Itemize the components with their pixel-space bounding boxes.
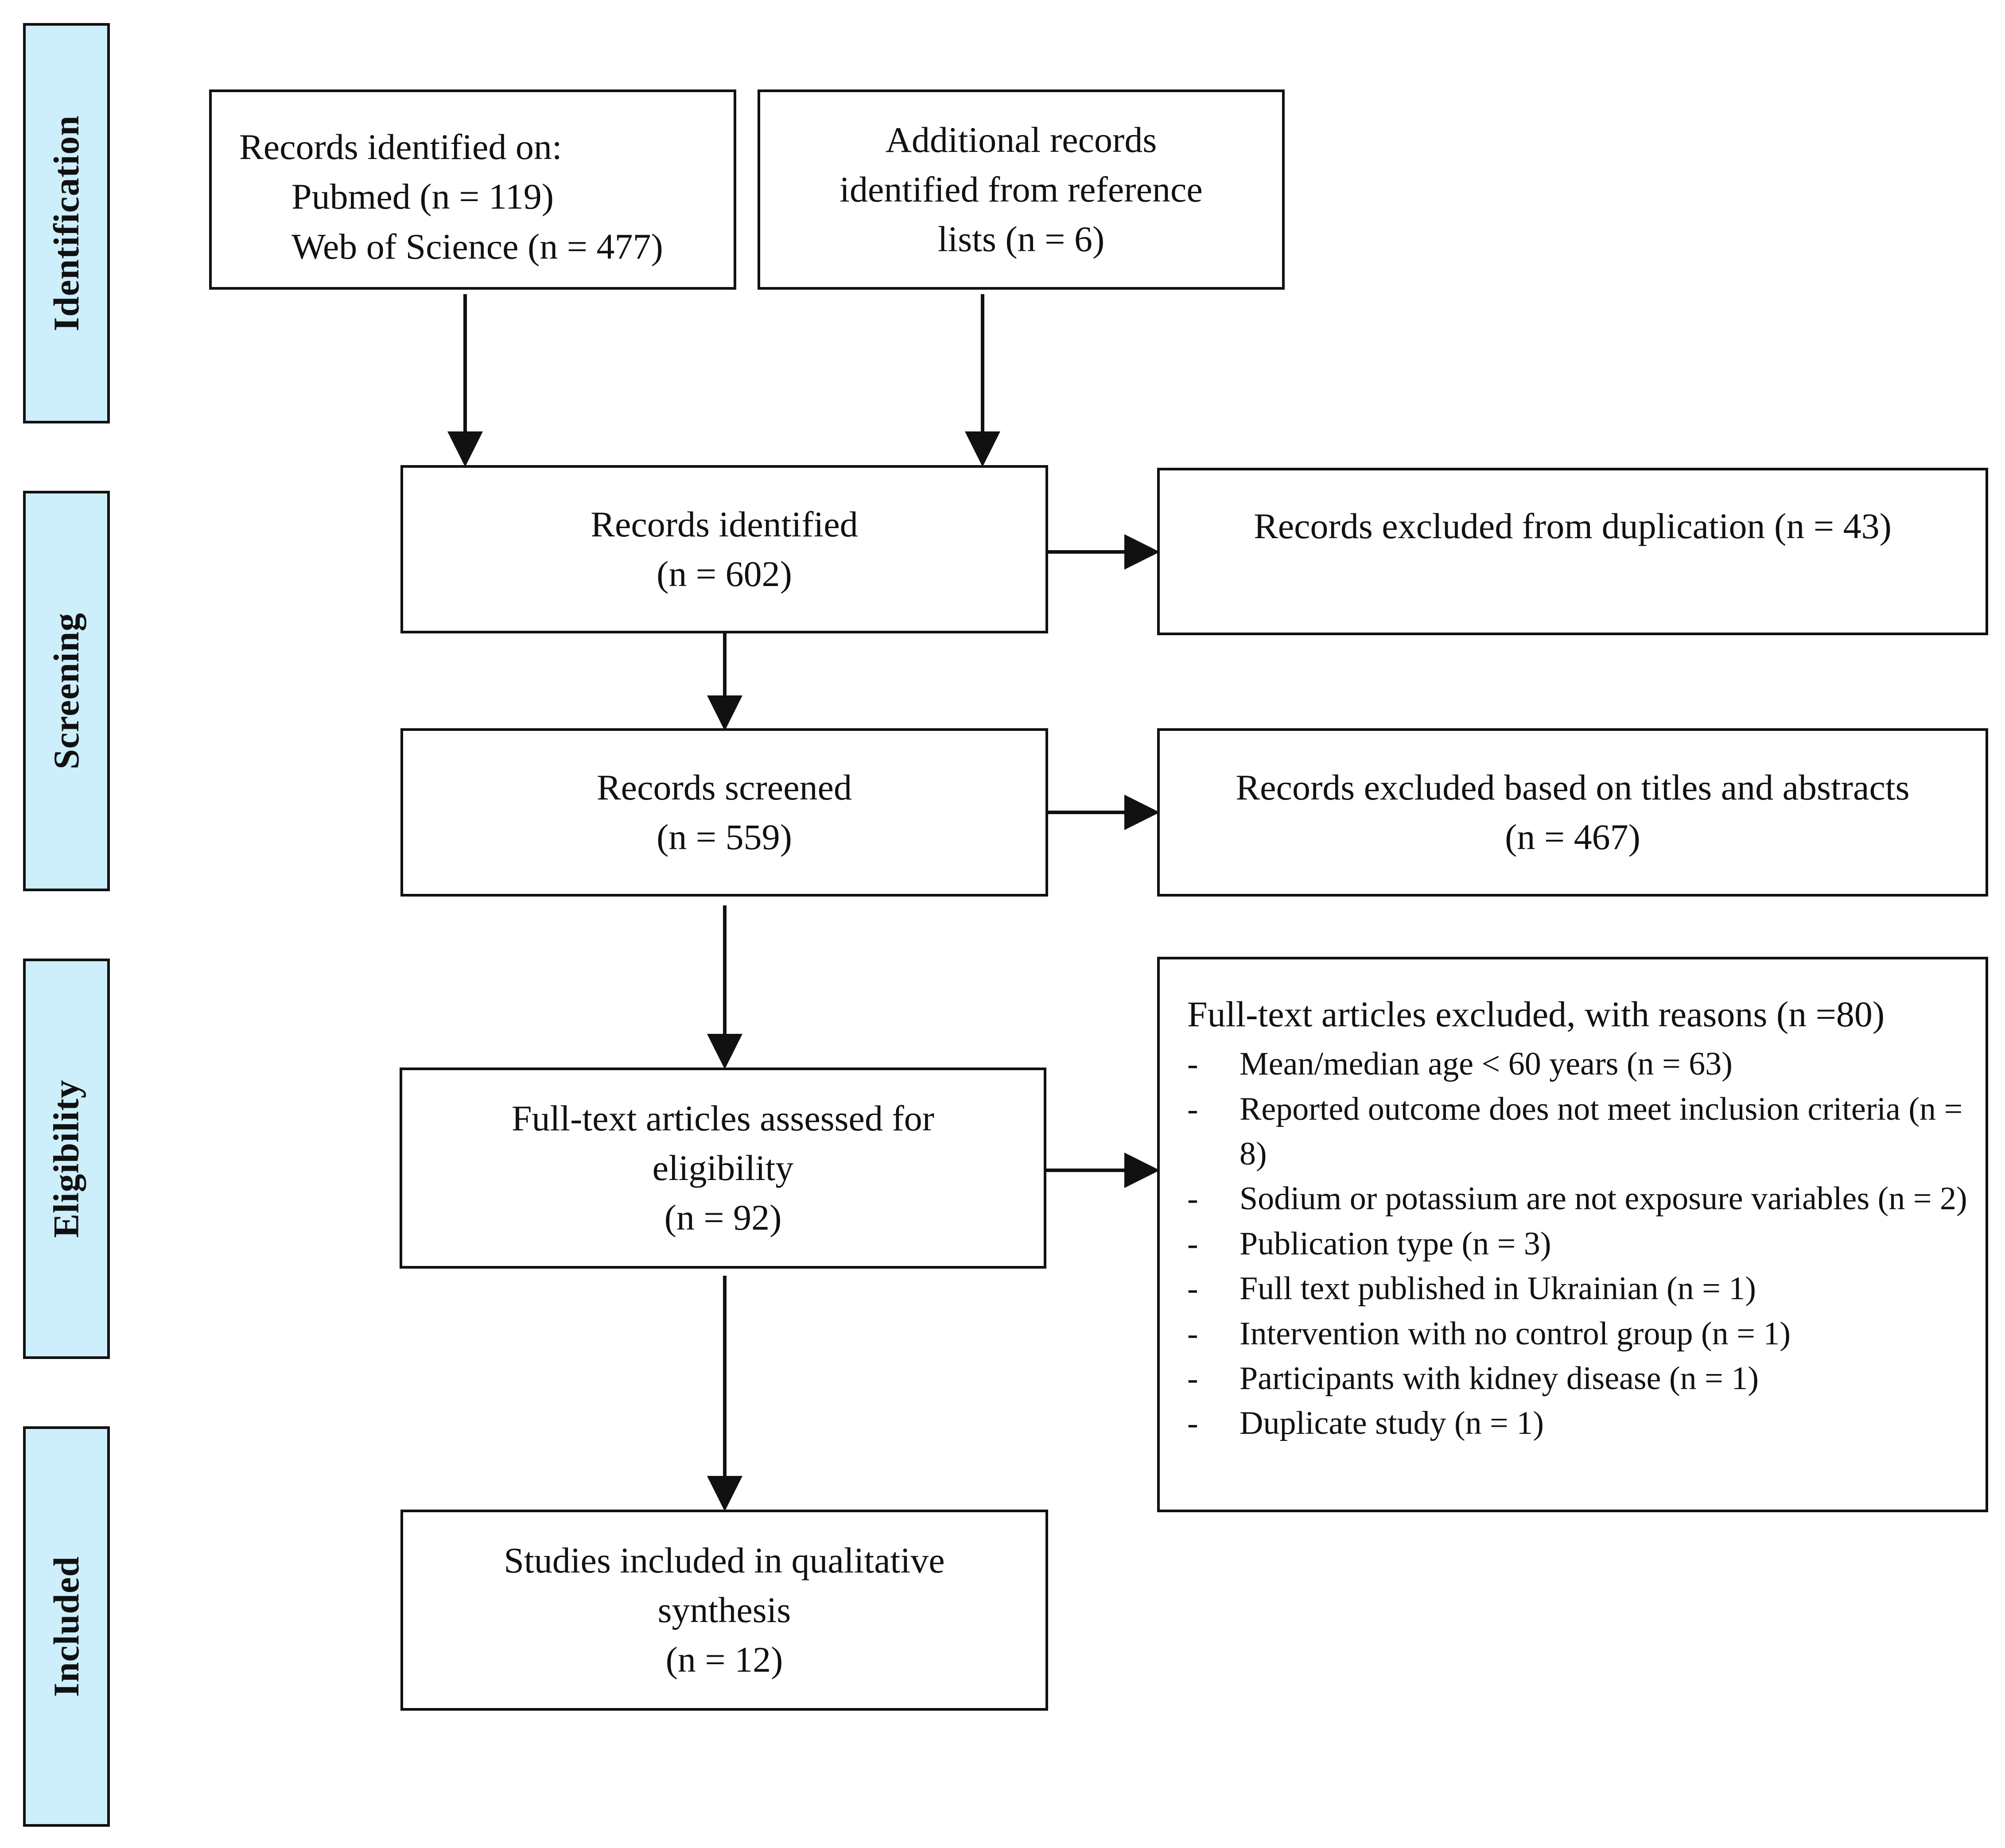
full-text-assessed-count: (n = 92) bbox=[664, 1197, 782, 1238]
records-identified-count: (n = 602) bbox=[657, 554, 792, 594]
eligibility-phase-label: Eligibility bbox=[23, 959, 110, 1359]
exclusion-reason-text: Reported outcome does not meet inclusion… bbox=[1240, 1091, 1963, 1172]
studies-included-box: Studies included in qualitative synthesi… bbox=[400, 1510, 1048, 1711]
additional-records-count: lists (n = 6) bbox=[937, 219, 1105, 260]
excluded-titles-count: (n = 467) bbox=[1505, 817, 1640, 857]
exclusion-reason-item: - Mean/median age < 60 years (n = 63) bbox=[1187, 1042, 1968, 1087]
exclusion-reason-item: - Reported outcome does not meet inclusi… bbox=[1187, 1087, 1968, 1177]
bullet-dash: - bbox=[1187, 1225, 1198, 1262]
additional-records-box: Additional records identified from refer… bbox=[758, 89, 1285, 290]
full-text-assessed-box: Full-text articles assessed for eligibil… bbox=[400, 1068, 1046, 1269]
studies-included-count: (n = 12) bbox=[665, 1639, 783, 1680]
full-text-excluded-box: Full-text articles excluded, with reason… bbox=[1157, 957, 1988, 1512]
exclusion-reason-text: Publication type (n = 3) bbox=[1240, 1225, 1551, 1262]
full-text-assessed-line-2: eligibility bbox=[652, 1147, 794, 1188]
exclusion-reason-item: - Participants with kidney disease (n = … bbox=[1187, 1356, 1968, 1401]
additional-records-line-1: Additional records bbox=[885, 119, 1157, 160]
pubmed-count: Pubmed (n = 119) bbox=[291, 176, 554, 217]
additional-records-line-2: identified from reference bbox=[839, 169, 1203, 210]
records-sources-box: Records identified on: Pubmed (n = 119) … bbox=[209, 89, 736, 290]
excluded-duplication-box: Records excluded from duplication (n = 4… bbox=[1157, 468, 1988, 635]
bullet-dash: - bbox=[1187, 1405, 1198, 1442]
bullet-dash: - bbox=[1187, 1360, 1198, 1397]
records-sources-title: Records identified on: bbox=[239, 127, 562, 167]
exclusion-reason-item: - Sodium or potassium are not exposure v… bbox=[1187, 1176, 1968, 1221]
included-phase-label: Included bbox=[23, 1426, 110, 1827]
excluded-duplication-label: Records excluded from duplication (n = 4… bbox=[1254, 506, 1892, 546]
bullet-dash: - bbox=[1187, 1091, 1198, 1127]
bullet-dash: - bbox=[1187, 1180, 1198, 1217]
exclusion-reason-item: - Intervention with no control group (n … bbox=[1187, 1312, 1968, 1356]
records-identified-label: Records identified bbox=[591, 504, 858, 544]
exclusion-reason-item: - Publication type (n = 3) bbox=[1187, 1222, 1968, 1266]
web-of-science-count: Web of Science (n = 477) bbox=[291, 226, 663, 267]
bullet-dash: - bbox=[1187, 1315, 1198, 1352]
exclusion-reason-text: Duplicate study (n = 1) bbox=[1240, 1405, 1544, 1442]
exclusion-reason-text: Participants with kidney disease (n = 1) bbox=[1240, 1360, 1759, 1397]
records-screened-count: (n = 559) bbox=[657, 817, 792, 857]
bullet-dash: - bbox=[1187, 1046, 1198, 1083]
identification-phase-label: Identification bbox=[23, 23, 110, 423]
exclusion-reason-text: Full text published in Ukrainian (n = 1) bbox=[1240, 1270, 1756, 1307]
exclusion-reason-item: - Duplicate study (n = 1) bbox=[1187, 1401, 1968, 1446]
records-screened-label: Records screened bbox=[596, 767, 852, 808]
full-text-excluded-title: Full-text articles excluded, with reason… bbox=[1187, 994, 1885, 1034]
studies-included-line-1: Studies included in qualitative bbox=[504, 1540, 945, 1580]
excluded-titles-label: Records excluded based on titles and abs… bbox=[1236, 767, 1910, 808]
bullet-dash: - bbox=[1187, 1270, 1198, 1307]
screening-phase-label: Screening bbox=[23, 491, 110, 891]
exclusion-reason-text: Sodium or potassium are not exposure var… bbox=[1240, 1180, 1967, 1217]
studies-included-line-2: synthesis bbox=[657, 1589, 791, 1630]
full-text-assessed-line-1: Full-text articles assessed for bbox=[511, 1098, 935, 1138]
excluded-titles-box: Records excluded based on titles and abs… bbox=[1157, 728, 1988, 897]
records-identified-box: Records identified (n = 602) bbox=[400, 465, 1048, 633]
exclusion-reason-text: Mean/median age < 60 years (n = 63) bbox=[1240, 1046, 1733, 1083]
exclusion-reason-text: Intervention with no control group (n = … bbox=[1240, 1315, 1791, 1352]
exclusion-reason-item: - Full text published in Ukrainian (n = … bbox=[1187, 1266, 1968, 1311]
